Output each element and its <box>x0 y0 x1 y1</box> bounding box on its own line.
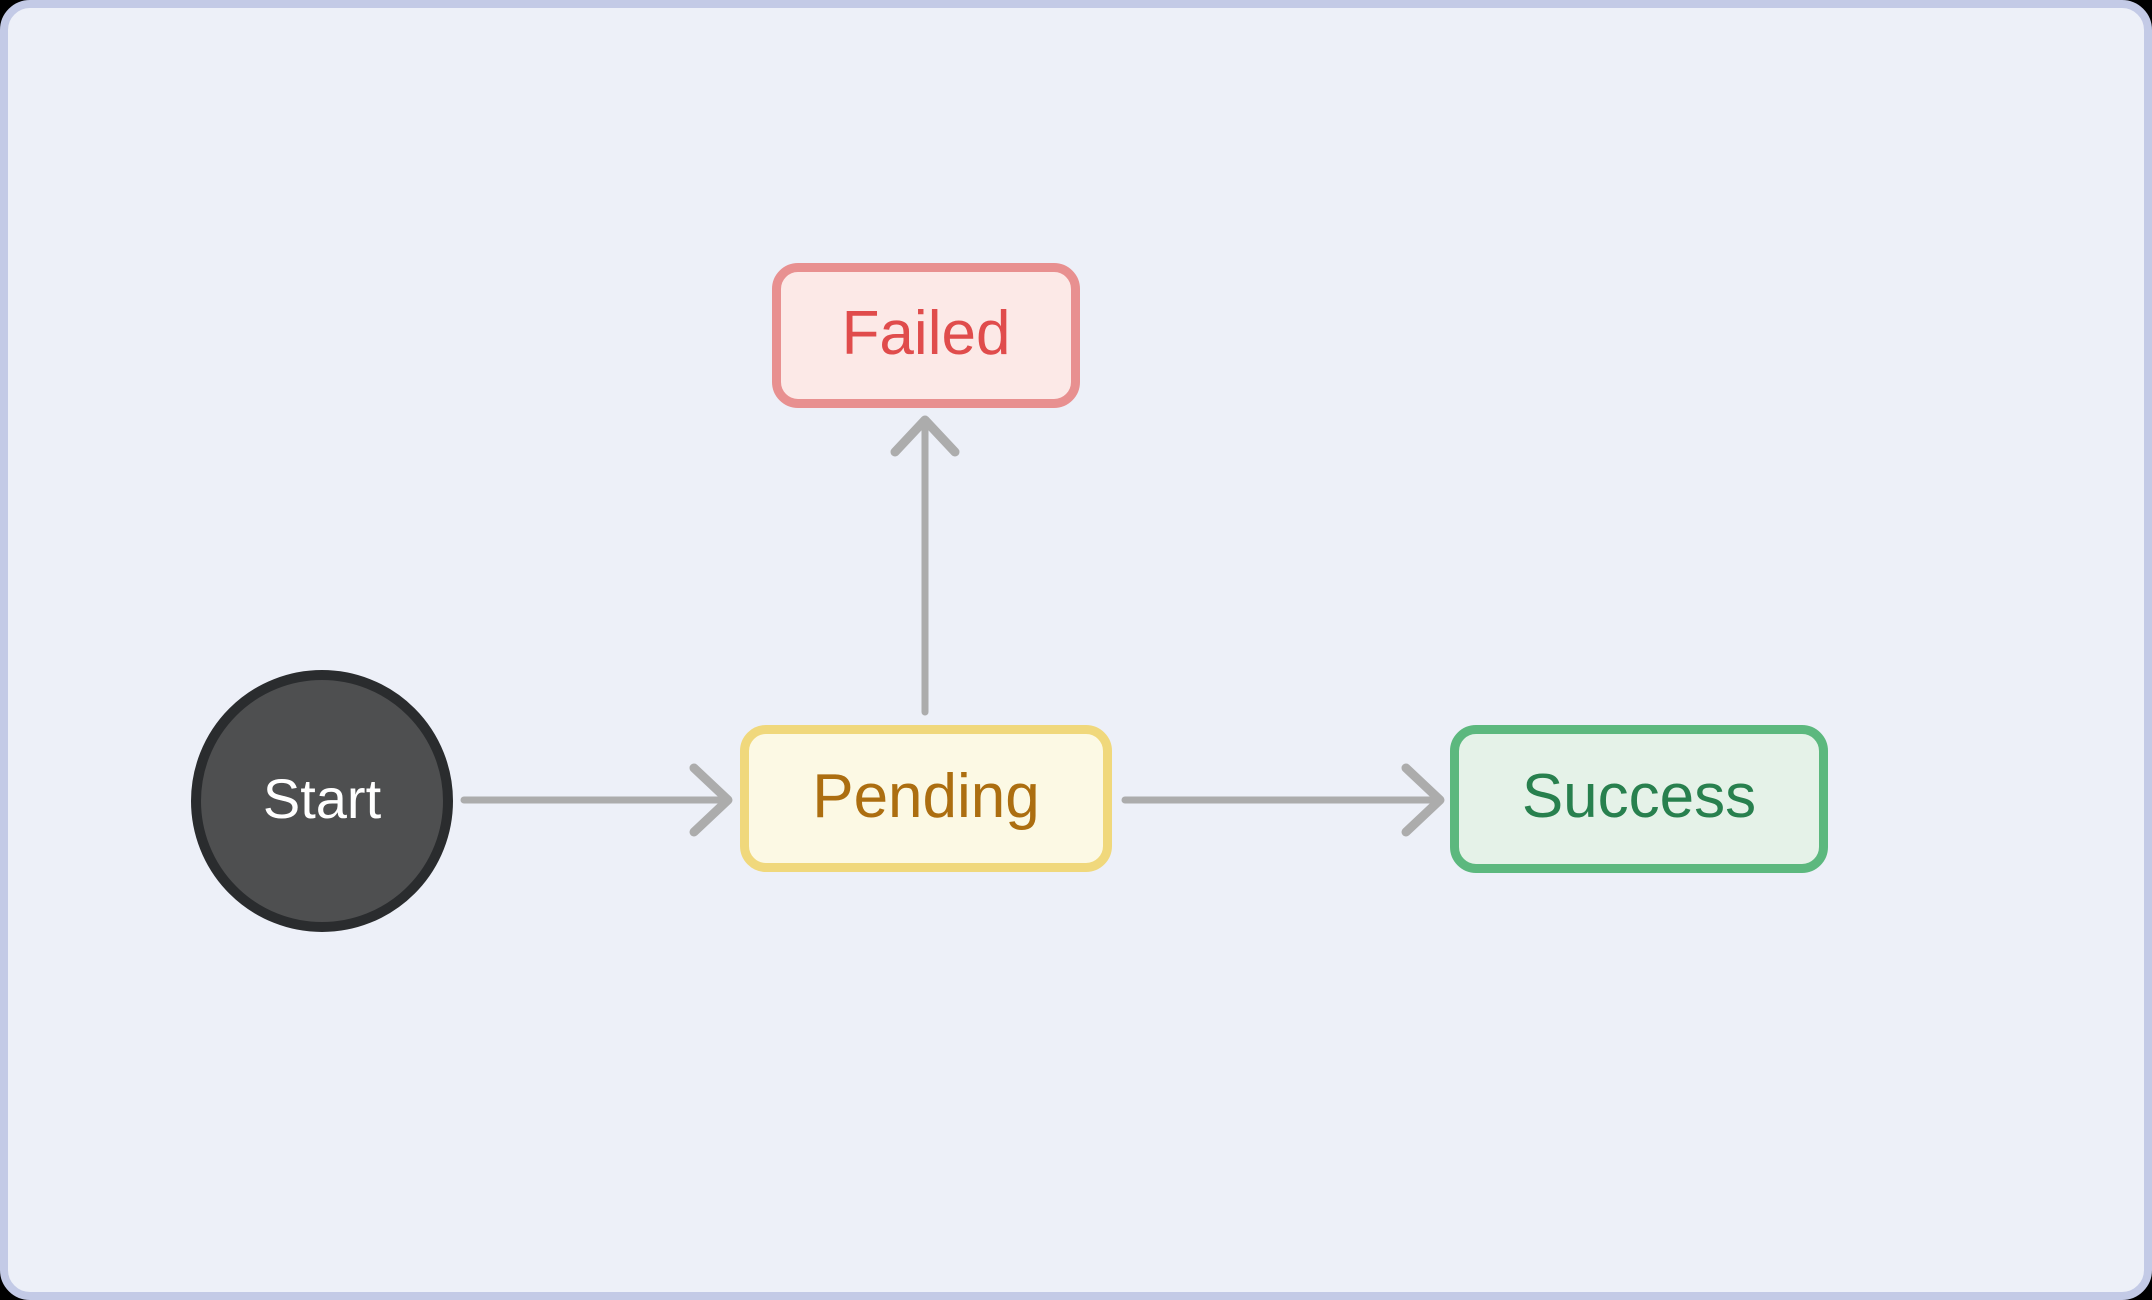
node-failed-label: Failed <box>841 298 1011 368</box>
node-pending-label: Pending <box>812 761 1040 831</box>
node-success-label: Success <box>1521 762 1757 831</box>
node-success: Success <box>1450 725 1828 873</box>
node-pending: Pending <box>740 725 1112 872</box>
edge-start-to-pending <box>460 763 733 837</box>
node-failed: Failed <box>772 263 1080 408</box>
edges-layer <box>460 415 1445 837</box>
edge-pending-to-failed <box>890 415 960 716</box>
node-start: Start <box>191 670 453 932</box>
edge-pending-to-success <box>1121 763 1445 837</box>
node-start-label: Start <box>262 767 382 830</box>
